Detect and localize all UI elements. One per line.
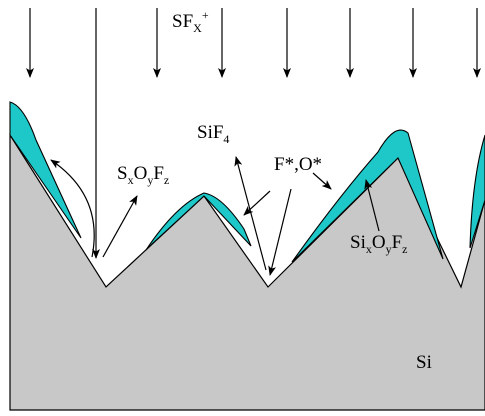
sixoyfz-label: SixOyFz [350,232,408,256]
sxoyfz-label: SxOyFz [117,163,169,187]
radicals-label: F*,O* [274,154,322,175]
ion-label: SFX+ [172,8,209,35]
radical-arrow-left [243,190,271,216]
passivation-layer-peak [145,192,252,251]
ion-arrows [26,8,481,259]
substrate-label: Si [416,352,432,373]
sif4-label: SiF4 [197,122,229,146]
sxoyfz-arrow [102,195,138,258]
passivation-layer-left [9,101,82,239]
radical-arrow-down [268,188,292,276]
curved-arrow-left [50,159,95,258]
sixoyfz-arrow [364,179,380,232]
radical-arrow-right [312,172,332,190]
passivation-layer-right [291,129,444,263]
reaction-arrows [50,156,380,276]
